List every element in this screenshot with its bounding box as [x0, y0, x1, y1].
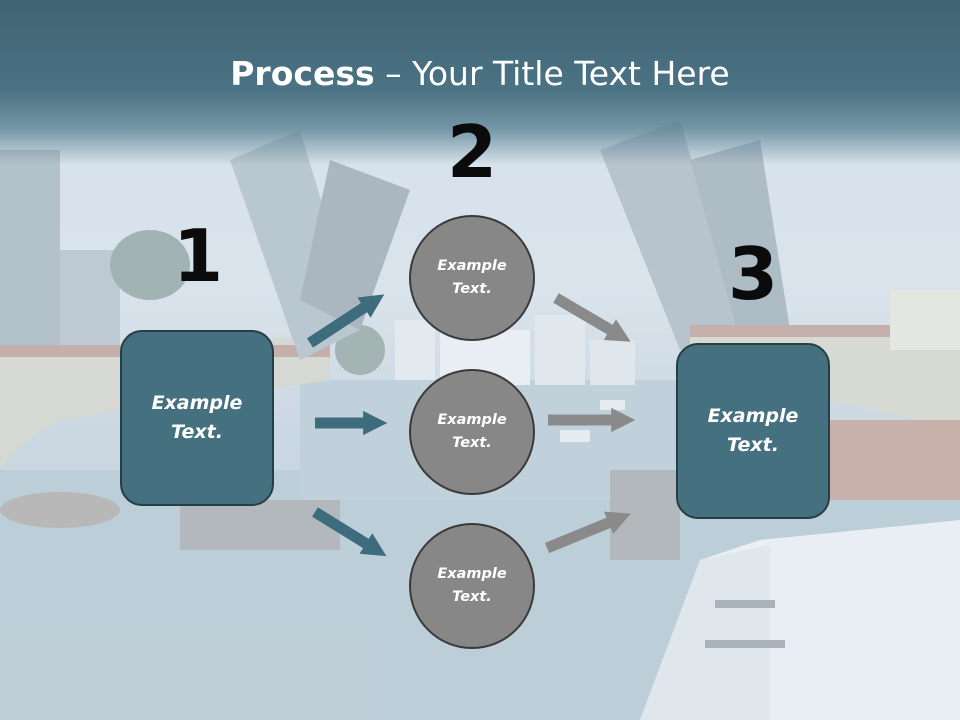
circle-middle-text: Example Text.	[437, 412, 507, 451]
arrow-circle1-to-box3	[553, 293, 631, 342]
arrow-circle3-to-box3	[544, 511, 631, 554]
step-number-3: 3	[727, 232, 779, 316]
step-1-box: Example Text.	[120, 330, 274, 506]
arrow-box1-to-circle3	[312, 507, 387, 557]
circle-bottom-text: Example Text.	[437, 566, 507, 605]
step-1-box-text: Example Text.	[151, 392, 243, 443]
step-number-1: 1	[172, 214, 224, 298]
step-2-circle-middle: Example Text.	[409, 369, 535, 495]
arrow-box1-to-circle1	[306, 294, 385, 348]
title-bar	[0, 0, 960, 165]
circle-top-text: Example Text.	[437, 258, 507, 297]
step-number-2: 2	[446, 110, 498, 194]
step-2-circle-bottom: Example Text.	[409, 523, 535, 649]
step-3-box: Example Text.	[676, 343, 830, 519]
step-3-box-text: Example Text.	[707, 405, 799, 456]
slide-title: Process – Your Title Text Here	[0, 52, 960, 96]
step-2-circle-top: Example Text.	[409, 215, 535, 341]
title-bold: Process	[230, 54, 375, 93]
title-rest: – Your Title Text Here	[374, 54, 730, 93]
